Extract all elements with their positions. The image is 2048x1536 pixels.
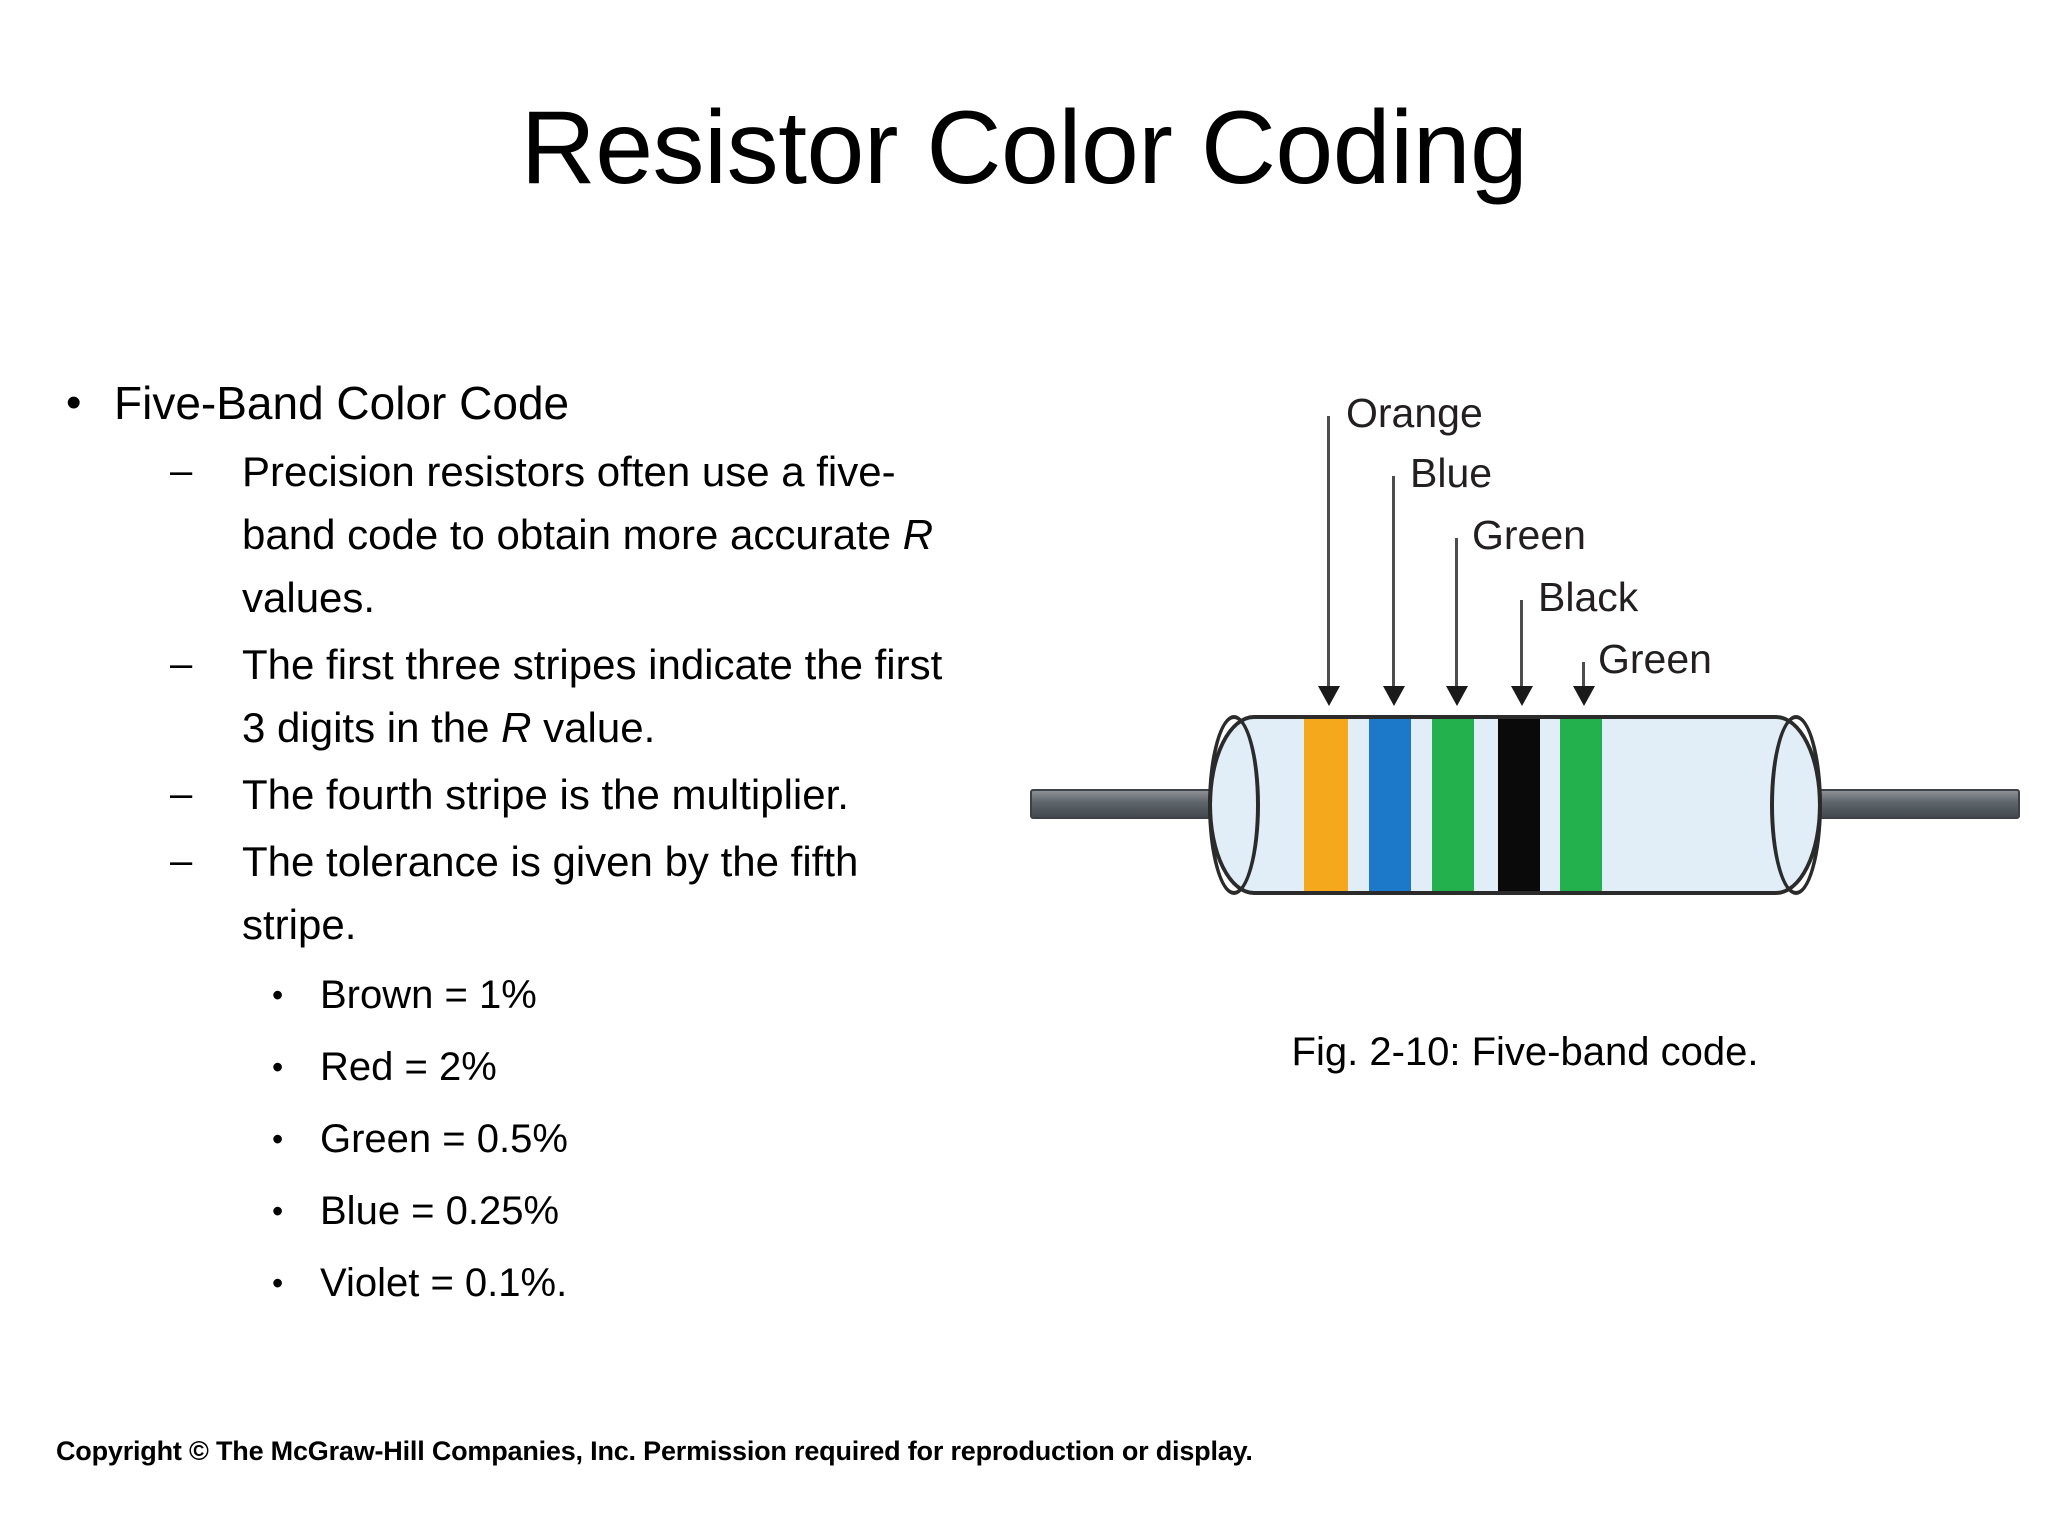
list-item-level2: – The first three stripes indicate the f… xyxy=(52,633,992,759)
list-item-level1: • Five-Band Color Code xyxy=(52,372,992,434)
tolerance-label: Brown = 1% xyxy=(320,973,537,1017)
list-item-level3: • Violet = 0.1%. xyxy=(52,1248,992,1318)
resistor-figure: Orange Blue Green Black Green Fig. 2-10:… xyxy=(1030,390,2020,1110)
resistor-lead-right xyxy=(1790,789,2020,819)
leader-line-black xyxy=(1520,600,1523,688)
list-item-level3: • Blue = 0.25% xyxy=(52,1176,992,1246)
resistor-lead-left xyxy=(1030,789,1238,819)
leader-line-green-2 xyxy=(1582,662,1585,688)
bullet-dot-icon: • xyxy=(272,1049,284,1085)
arrowhead-blue-icon xyxy=(1383,686,1405,706)
color-band-blue xyxy=(1369,719,1411,891)
list-item-level2-label: Precision resistors often use a five-ban… xyxy=(242,448,934,621)
color-band-green-1 xyxy=(1432,719,1474,891)
dash-marker-icon: – xyxy=(170,839,193,883)
page-title: Resistor Color Coding xyxy=(520,90,1528,206)
figure-caption: Fig. 2-10: Five-band code. xyxy=(1291,1030,1759,1074)
resistor-body xyxy=(1208,715,1822,895)
tolerance-label: Violet = 0.1%. xyxy=(320,1261,568,1305)
band-label-green-1: Green xyxy=(1472,512,1586,558)
list-item-level2: – The fourth stripe is the multiplier. xyxy=(52,763,992,826)
arrowhead-black-icon xyxy=(1511,686,1533,706)
list-item-level2: – The tolerance is given by the fifth st… xyxy=(52,830,992,956)
dash-marker-icon: – xyxy=(170,449,193,493)
color-band-black xyxy=(1498,719,1540,891)
color-band-orange xyxy=(1304,719,1348,891)
list-item-level3: • Green = 0.5% xyxy=(52,1104,992,1174)
bullet-dot-icon: • xyxy=(66,378,82,427)
tolerance-label: Green = 0.5% xyxy=(320,1117,568,1161)
resistor-cap-right xyxy=(1770,715,1822,895)
leader-line-green-1 xyxy=(1455,538,1458,688)
bullet-dot-icon: • xyxy=(272,1193,284,1229)
list-item-level3: • Brown = 1% xyxy=(52,960,992,1030)
bullet-dot-icon: • xyxy=(272,1121,284,1157)
resistor-cap-left xyxy=(1208,715,1260,895)
bullet-dot-icon: • xyxy=(272,977,284,1013)
list-item-level1-label: Five-Band Color Code xyxy=(114,377,570,429)
list-item-level2-label: The fourth stripe is the multiplier. xyxy=(242,771,849,818)
list-item-level2: – Precision resistors often use a five-b… xyxy=(52,440,992,629)
bullet-dot-icon: • xyxy=(272,1265,284,1301)
arrowhead-orange-icon xyxy=(1318,686,1340,706)
band-label-black: Black xyxy=(1538,574,1639,620)
leader-line-orange xyxy=(1327,416,1330,688)
list-item-level2-label: The tolerance is given by the fifth stri… xyxy=(242,838,859,948)
tolerance-label: Red = 2% xyxy=(320,1045,497,1089)
dash-marker-icon: – xyxy=(170,772,193,816)
leader-line-blue xyxy=(1392,476,1395,688)
arrowhead-green-2-icon xyxy=(1573,686,1595,706)
bullet-list: • Five-Band Color Code – Precision resis… xyxy=(52,372,992,1320)
arrowhead-green-1-icon xyxy=(1446,686,1468,706)
band-label-green-2: Green xyxy=(1598,636,1712,682)
band-label-orange: Orange xyxy=(1346,390,1483,436)
band-label-blue: Blue xyxy=(1410,450,1493,496)
resistor-graphic xyxy=(1030,715,2020,895)
color-band-green-2 xyxy=(1560,719,1602,891)
dash-marker-icon: – xyxy=(170,642,193,686)
list-item-level2-label: The first three stripes indicate the fir… xyxy=(242,641,943,751)
tolerance-label: Blue = 0.25% xyxy=(320,1189,560,1233)
list-item-level3: • Red = 2% xyxy=(52,1032,992,1102)
copyright-notice: Copyright © The McGraw-Hill Companies, I… xyxy=(56,1436,1253,1466)
